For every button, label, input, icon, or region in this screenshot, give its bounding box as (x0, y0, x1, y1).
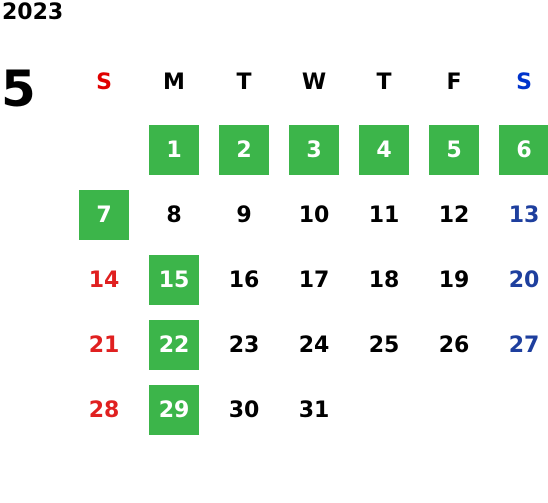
holiday-day-number: 1 (149, 125, 199, 175)
day-cell[interactable]: 18 (349, 247, 419, 312)
day-cell[interactable]: 31 (279, 377, 349, 442)
holiday-day-number: 4 (359, 125, 409, 175)
day-number: 9 (236, 202, 252, 228)
weekday-saturday: S (516, 69, 532, 95)
holiday-day-number: 15 (149, 255, 199, 305)
day-cell[interactable]: 10 (279, 182, 349, 247)
weekday-thursday: T (376, 69, 392, 95)
holiday-day-number: 5 (429, 125, 479, 175)
day-cell[interactable]: 9 (209, 182, 279, 247)
day-number: 19 (438, 267, 470, 293)
day-cell[interactable]: 20 (489, 247, 548, 312)
weekday-friday: F (446, 69, 462, 95)
day-cell[interactable]: 12 (419, 182, 489, 247)
weekday-tuesday: T (236, 69, 252, 95)
day-cell[interactable]: 30 (209, 377, 279, 442)
day-cell[interactable]: 4 (349, 117, 419, 182)
day-number: 18 (368, 267, 400, 293)
holiday-day-number: 3 (289, 125, 339, 175)
day-cell[interactable]: 1 (139, 117, 209, 182)
day-number: 23 (228, 332, 260, 358)
day-number: 25 (368, 332, 400, 358)
day-cell[interactable]: 21 (69, 312, 139, 377)
day-cell[interactable]: 22 (139, 312, 209, 377)
holiday-day-number: 6 (499, 125, 548, 175)
day-number: 10 (298, 202, 330, 228)
holiday-day-number: 22 (149, 320, 199, 370)
day-cell[interactable]: 19 (419, 247, 489, 312)
day-number: 11 (368, 202, 400, 228)
day-number: 26 (438, 332, 470, 358)
day-number: 14 (88, 267, 120, 293)
day-cell[interactable]: 8 (139, 182, 209, 247)
weekday-monday: M (163, 69, 185, 95)
day-number: 28 (88, 397, 120, 423)
day-number: 12 (438, 202, 470, 228)
day-number: 30 (228, 397, 260, 423)
day-number: 27 (508, 332, 540, 358)
day-cell[interactable]: 24 (279, 312, 349, 377)
empty-cell (69, 117, 139, 182)
day-number: 20 (508, 267, 540, 293)
weekday-wednesday: W (301, 69, 327, 95)
day-cell[interactable]: 16 (209, 247, 279, 312)
day-number: 21 (88, 332, 120, 358)
day-cell[interactable]: 29 (139, 377, 209, 442)
day-cell[interactable]: 5 (419, 117, 489, 182)
day-cell[interactable]: 11 (349, 182, 419, 247)
day-cell[interactable]: 3 (279, 117, 349, 182)
day-number: 31 (298, 397, 330, 423)
day-number: 16 (228, 267, 260, 293)
day-cell[interactable]: 28 (69, 377, 139, 442)
day-cell[interactable]: 6 (489, 117, 548, 182)
day-cell[interactable]: 17 (279, 247, 349, 312)
year-label: 2023 (2, 0, 64, 25)
day-cell[interactable]: 26 (419, 312, 489, 377)
day-number: 24 (298, 332, 330, 358)
day-cell[interactable]: 14 (69, 247, 139, 312)
day-cell[interactable]: 27 (489, 312, 548, 377)
day-number: 17 (298, 267, 330, 293)
day-number: 8 (166, 202, 182, 228)
day-cell[interactable]: 2 (209, 117, 279, 182)
weekday-header-row: S M T W T F S (69, 64, 548, 100)
day-number: 13 (508, 202, 540, 228)
day-cell[interactable]: 7 (69, 182, 139, 247)
day-cell[interactable]: 15 (139, 247, 209, 312)
month-number: 5 (1, 60, 36, 118)
holiday-day-number: 7 (79, 190, 129, 240)
holiday-day-number: 2 (219, 125, 269, 175)
day-cell[interactable]: 13 (489, 182, 548, 247)
day-cell[interactable]: 23 (209, 312, 279, 377)
holiday-day-number: 29 (149, 385, 199, 435)
day-cell[interactable]: 25 (349, 312, 419, 377)
weekday-sunday: S (96, 69, 112, 95)
